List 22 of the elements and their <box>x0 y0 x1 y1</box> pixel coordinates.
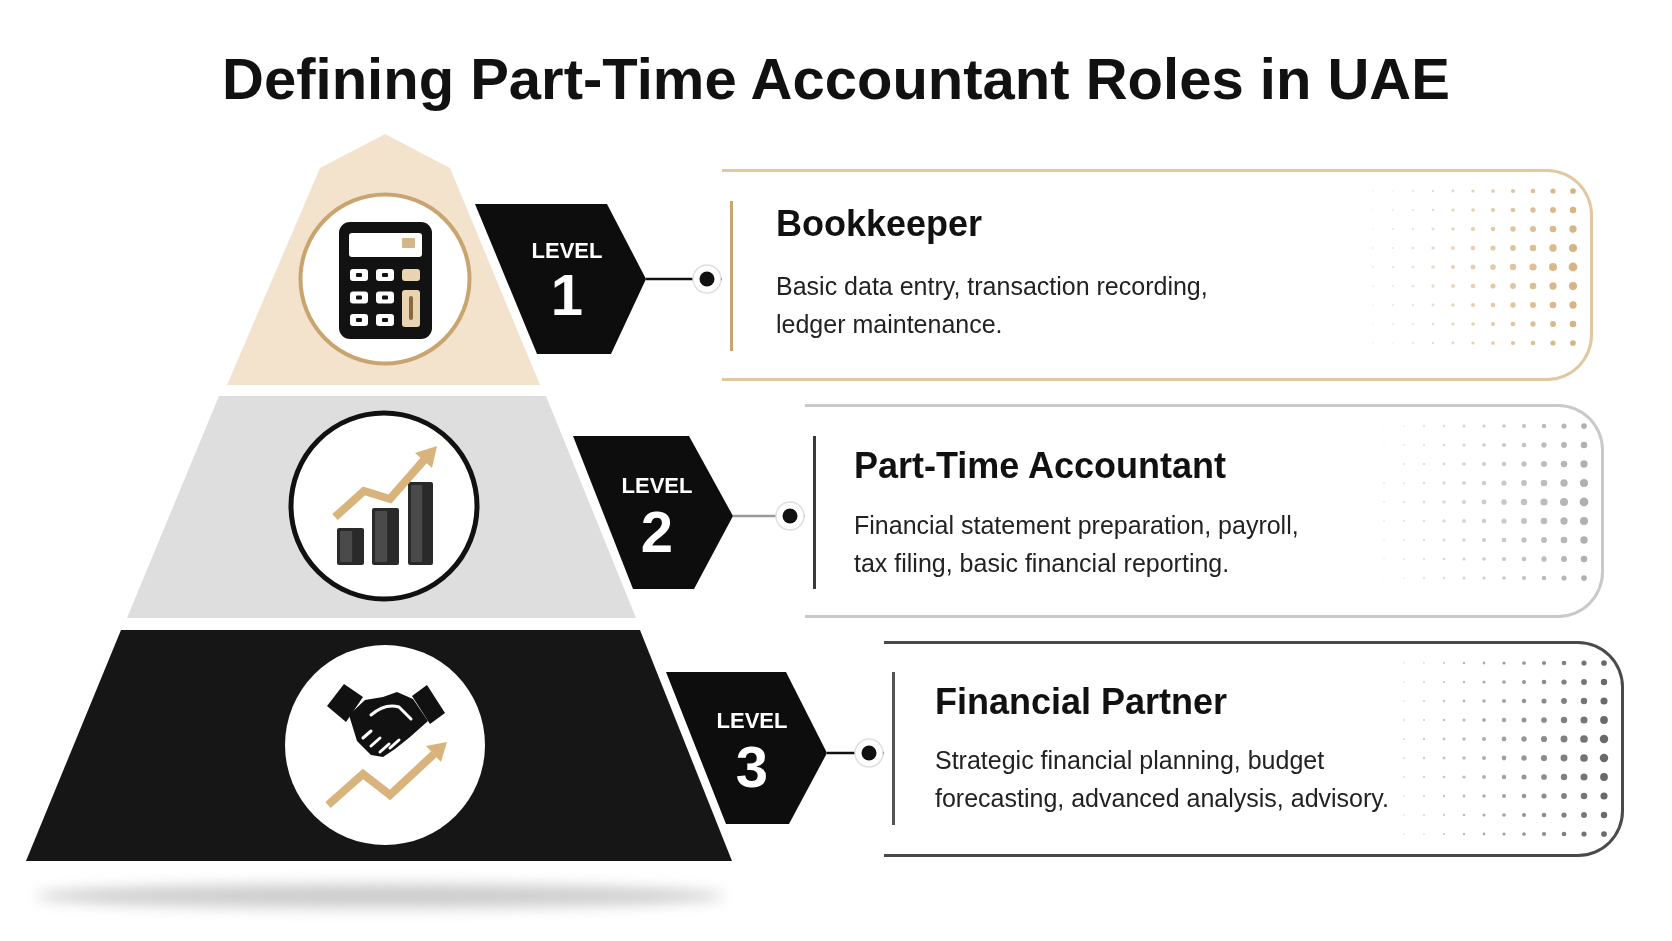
role-card <box>722 169 1593 381</box>
level-label: LEVEL <box>531 240 603 262</box>
level-number: 2 <box>640 503 674 561</box>
role-card <box>805 404 1604 618</box>
connector-line <box>646 264 722 294</box>
level-label: LEVEL <box>716 710 788 732</box>
level-number: 3 <box>735 738 769 796</box>
connector-line <box>827 738 884 768</box>
connector-line <box>733 501 805 531</box>
role-description: Strategic financial planning, budget forecasting, advanced analysis, advisory. <box>935 745 1390 814</box>
role-title: Part-Time Accountant <box>854 444 1227 487</box>
level-badge <box>573 436 733 589</box>
role-description: Basic data entry, transaction recording, ledger maintenance. <box>776 271 1209 340</box>
role-description: Financial statement preparation, payroll, tax filing, basic financial reporting. <box>854 510 1300 579</box>
level-label: LEVEL <box>621 475 693 497</box>
level-badge <box>666 672 827 824</box>
level-badge <box>475 204 646 354</box>
role-title: Bookkeeper <box>776 202 983 245</box>
title: Defining Part-Time Accountant Roles in UAE <box>222 45 1450 113</box>
role-title: Financial Partner <box>935 680 1228 723</box>
level-number: 1 <box>550 266 584 324</box>
role-card <box>884 641 1624 857</box>
